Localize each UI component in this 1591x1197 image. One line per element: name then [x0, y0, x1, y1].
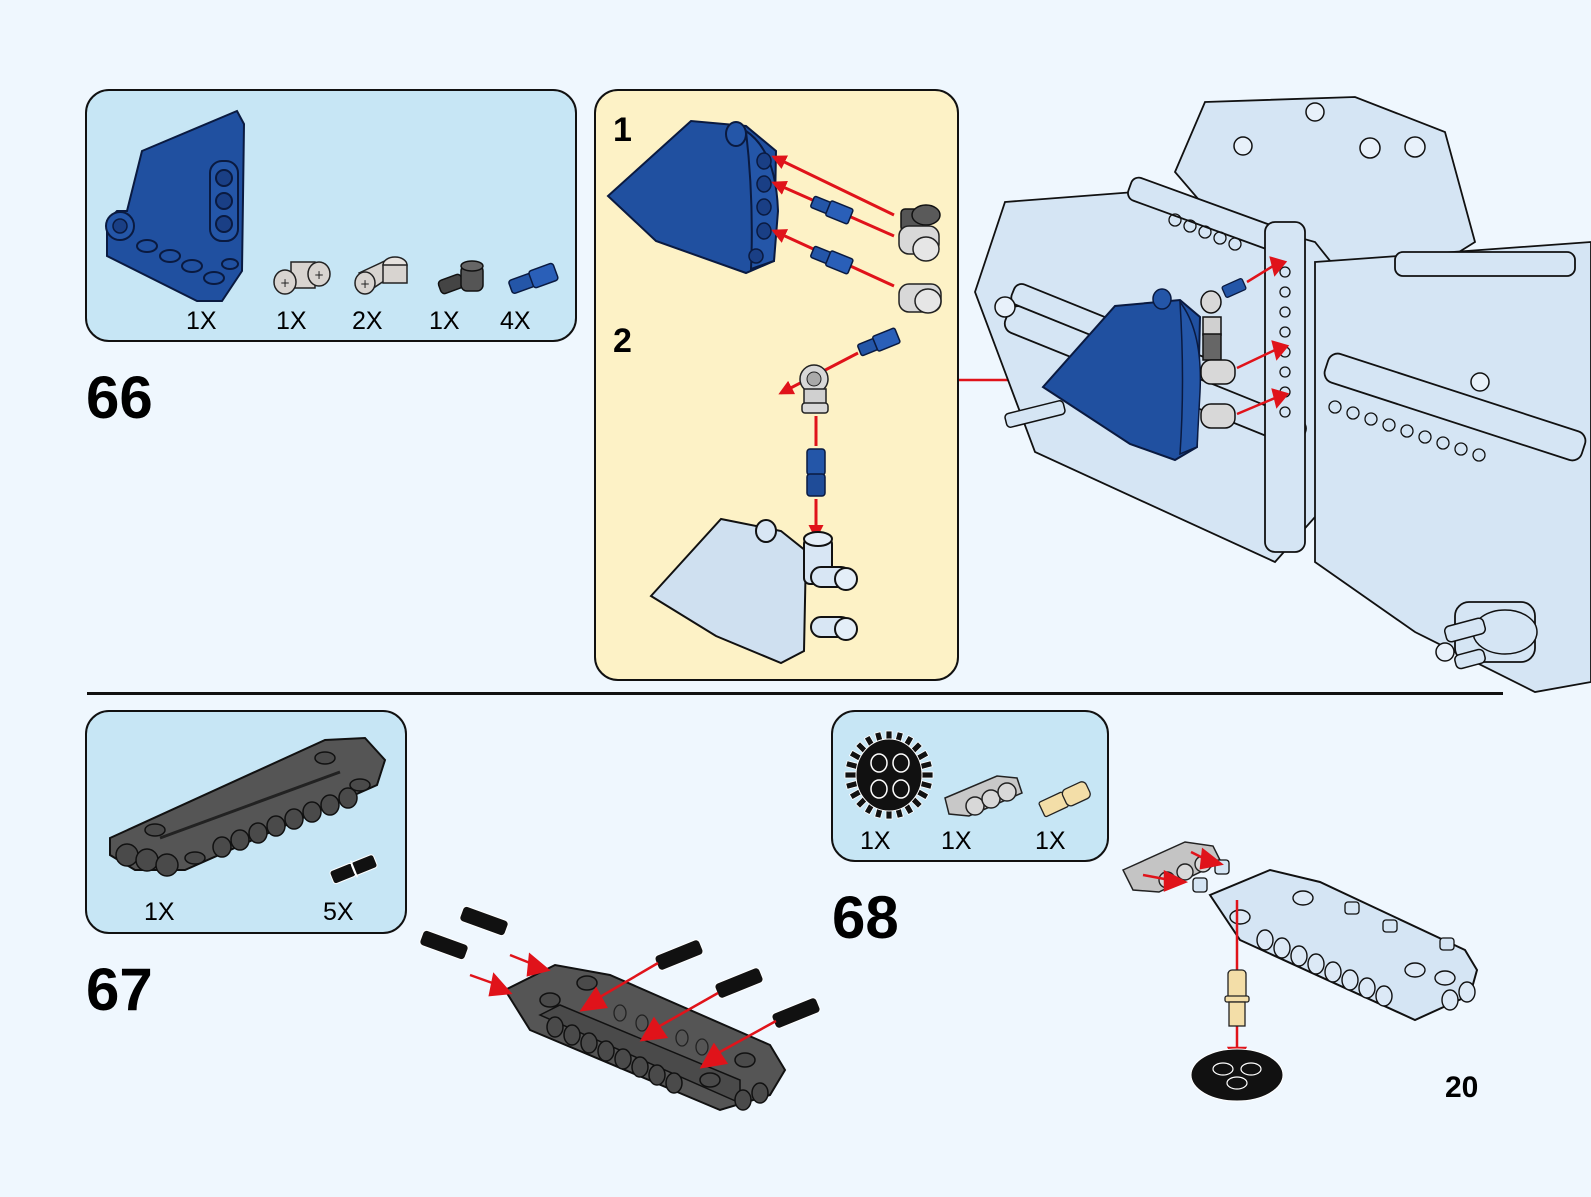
- tan-axle-pin-part: [1224, 969, 1250, 1027]
- svg-text:+: +: [360, 277, 370, 291]
- hub-part: [1443, 609, 1538, 670]
- blue-axle-pin-part: [810, 245, 854, 275]
- part-qty: 1X: [186, 307, 217, 335]
- step-66-subassembly-box: 1 2: [594, 89, 959, 681]
- axle-pin-connector-icon: + +: [273, 261, 331, 295]
- part-qty: 4X: [500, 307, 531, 335]
- black-gear-part: [1190, 1048, 1284, 1102]
- step-number-66: 66: [86, 364, 153, 431]
- substep-number-1: 1: [613, 111, 632, 149]
- part-qty: 1X: [144, 898, 175, 926]
- part-qty: 1X: [276, 307, 307, 335]
- black-friction-pin-icon: [329, 854, 378, 885]
- blue-axle-pin-icon: [508, 262, 559, 295]
- part-qty: 2X: [352, 307, 383, 335]
- svg-text:+: +: [280, 276, 290, 290]
- black-gear-icon: [844, 730, 934, 820]
- substep-number-2: 2: [613, 322, 632, 360]
- part-qty: 1X: [1035, 827, 1066, 855]
- blue-panel-placed: [1041, 288, 1202, 462]
- part-qty: 5X: [323, 898, 354, 926]
- connectors-placed: [1200, 278, 1247, 429]
- substep-1-illustration: [606, 119, 942, 665]
- light-panel-part: [649, 517, 858, 665]
- axle-pin-connector-part: [799, 364, 829, 414]
- blue-axle-pin-part: [806, 448, 826, 497]
- step-number-68: 68: [832, 884, 899, 951]
- step-68-assembly-illustration: [1121, 841, 1479, 1102]
- axle-connector-icon: +: [354, 256, 408, 295]
- step-66-parts-box: + + + 1X 1X 2X 1X 4X: [85, 89, 577, 342]
- pin-connector-dark-icon: [437, 260, 484, 295]
- part-qty: 1X: [429, 307, 460, 335]
- connector-part: [898, 283, 942, 314]
- blue-panel-part: [606, 119, 780, 275]
- blue-panel-fairing-icon: [105, 109, 246, 302]
- step-67-parts-box: 1X 5X: [85, 710, 407, 934]
- dark-gray-panel-icon: [109, 736, 387, 877]
- page-number: 20: [1445, 1071, 1479, 1104]
- part-qty: 1X: [860, 827, 891, 855]
- step-number-67: 67: [86, 956, 153, 1023]
- svg-text:+: +: [314, 268, 324, 282]
- blue-axle-pin-part: [857, 327, 901, 357]
- connector-part: [898, 204, 941, 262]
- step-67-assembly-illustration: [419, 905, 821, 1112]
- assembly-arrow: [771, 155, 895, 217]
- chassis-model-illustration: [974, 96, 1591, 693]
- section-divider: [87, 692, 1503, 695]
- black-friction-pin-part: [419, 905, 821, 1029]
- light-gray-beam-icon: [944, 775, 1023, 817]
- blue-axle-pin-part: [810, 195, 854, 225]
- step-68-parts-box: 1X 1X 1X: [831, 710, 1109, 862]
- part-qty: 1X: [941, 827, 972, 855]
- tan-axle-pin-icon: [1038, 781, 1091, 818]
